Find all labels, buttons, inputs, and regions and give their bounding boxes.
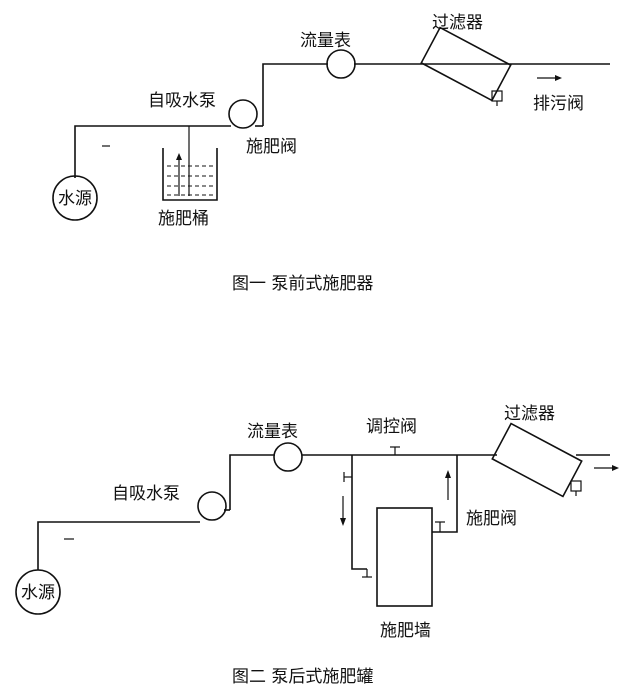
fert-valve-label-1: 施肥阀 xyxy=(246,137,297,157)
filter-nozzle-2 xyxy=(570,480,582,492)
bypass-right-2 xyxy=(432,455,458,533)
figure-2: 水源 自吸水泵 流量表 调控阀 施肥墙 施肥阀 xyxy=(15,404,619,687)
figure2-caption: 图二 泵后式施肥罐 xyxy=(232,667,373,687)
fert-tank-2 xyxy=(376,507,433,607)
water-source-label-1: 水源 xyxy=(58,189,92,209)
pump-label-2: 自吸水泵 xyxy=(112,484,180,504)
water-source-circle-2 xyxy=(15,569,61,615)
flowmeter-circle-2 xyxy=(273,442,303,472)
water-source-label-2: 水源 xyxy=(21,583,55,603)
flowmeter-label-2: 流量表 xyxy=(247,422,298,442)
filter-label-2: 过滤器 xyxy=(504,404,555,424)
flowmeter-circle-1 xyxy=(326,49,356,79)
figure-1: 水源 自吸水泵 流量表 过滤器 排污阀 施肥阀 施肥桶 xyxy=(52,13,610,294)
filter-1 xyxy=(420,26,512,102)
pipeline-2 xyxy=(37,521,200,570)
bypass-left-2 xyxy=(351,455,367,570)
drain-valve-label-1: 排污阀 xyxy=(533,94,584,114)
pipeline-1 xyxy=(74,125,231,178)
filter-label-1: 过滤器 xyxy=(432,13,483,33)
fert-bucket-1 xyxy=(162,148,218,201)
fert-tank-label-2: 施肥墙 xyxy=(380,621,431,641)
control-valve-label-2: 调控阀 xyxy=(366,417,417,437)
pump-label-1: 自吸水泵 xyxy=(148,91,216,111)
pump-circle-1 xyxy=(228,99,258,129)
figure1-caption: 图一 泵前式施肥器 xyxy=(232,274,373,294)
flowmeter-label-1: 流量表 xyxy=(300,31,351,51)
pump-circle-2 xyxy=(197,491,227,521)
fert-bucket-label-1: 施肥桶 xyxy=(158,209,209,229)
fert-valve-label-2: 施肥阀 xyxy=(466,509,517,529)
water-source-circle-1 xyxy=(52,175,98,221)
filter-2 xyxy=(491,422,583,498)
